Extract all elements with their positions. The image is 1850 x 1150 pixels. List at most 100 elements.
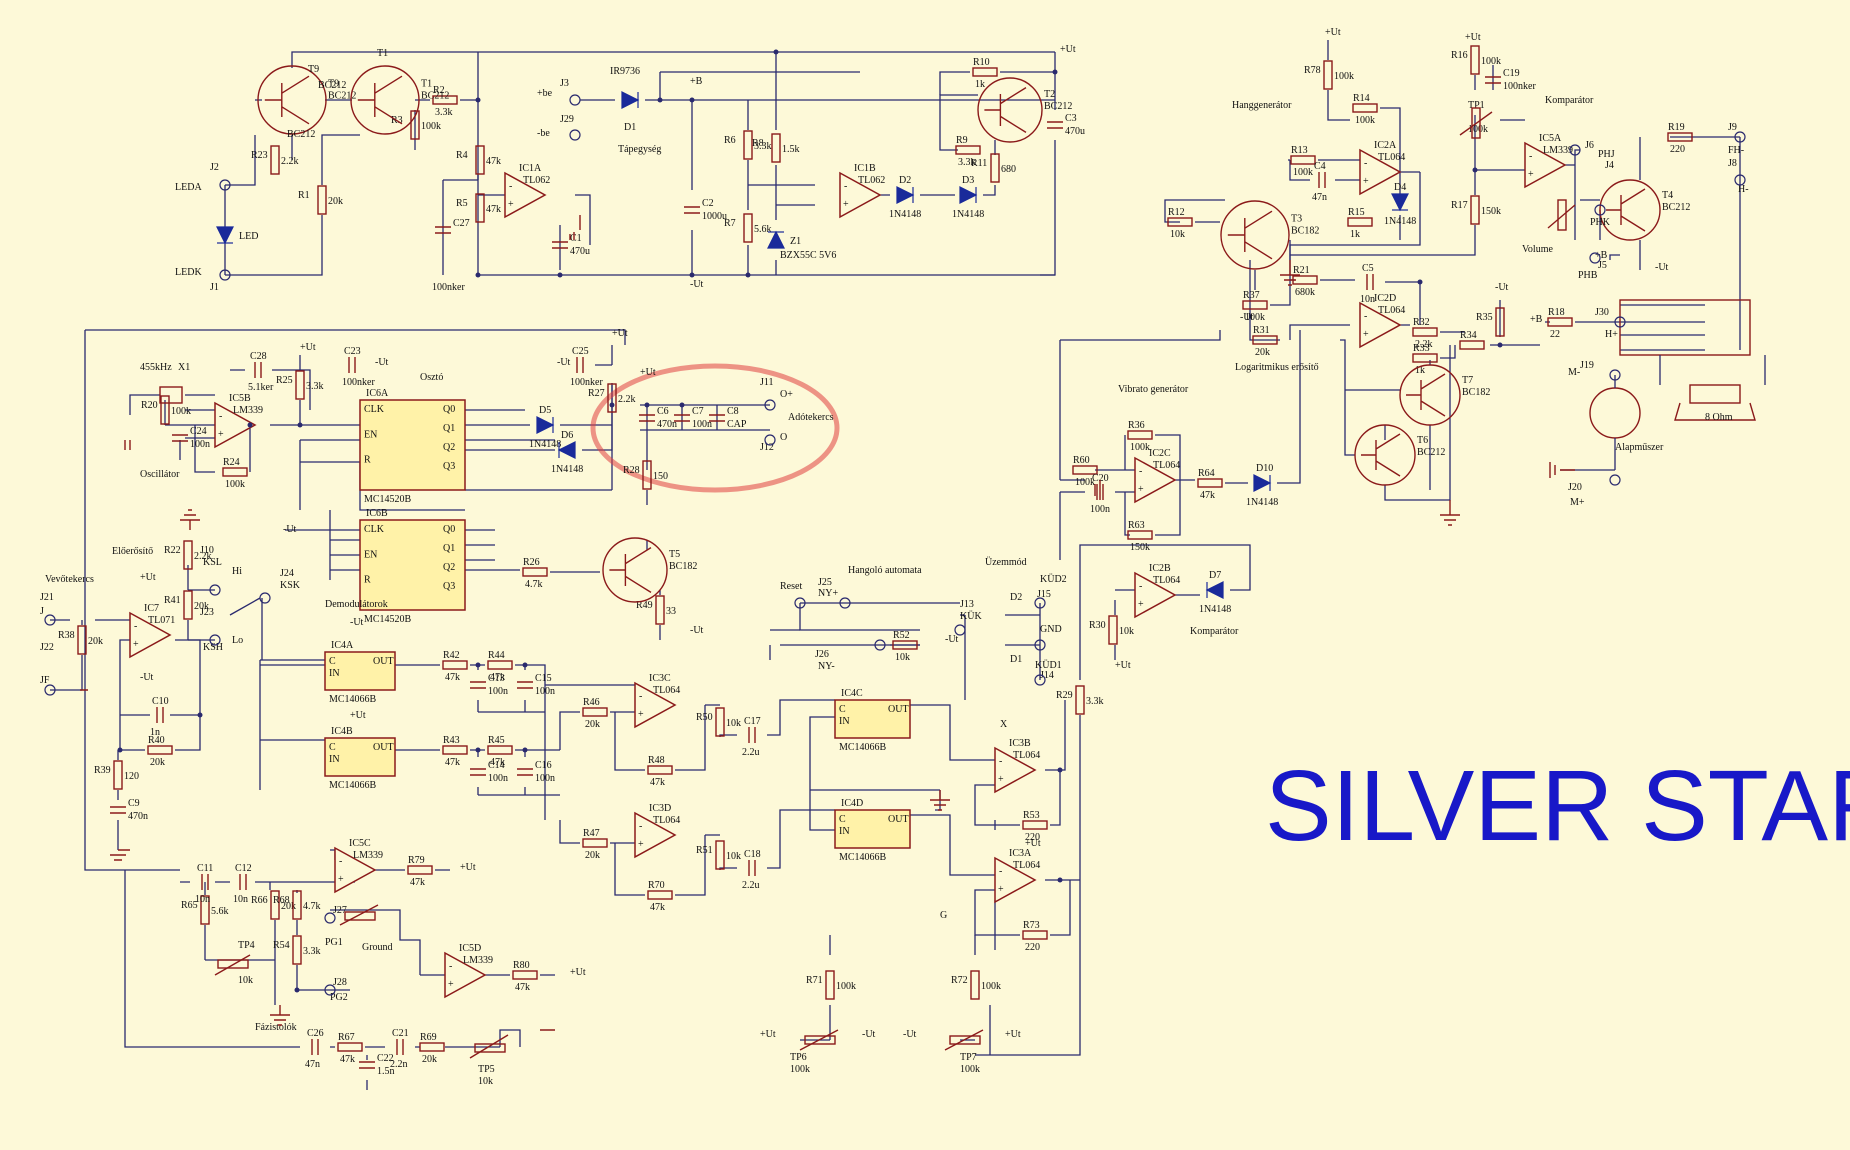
annotation-label: BC212 — [318, 80, 346, 91]
annotation-label: TP1 — [1468, 100, 1485, 111]
resistor-value: 47k — [650, 902, 665, 913]
resistor-value: 100k — [171, 406, 191, 417]
opamp-type: TL062 — [523, 175, 550, 186]
supply-rail-label: +Ut — [300, 342, 316, 353]
resistor-value: 150k — [1481, 206, 1501, 217]
resistor-r35: R35 — [1476, 307, 1505, 337]
resistor-id: R29 — [1056, 690, 1073, 701]
capacitor-value: 10n — [1360, 294, 1375, 305]
chip-out-label: Q3 — [443, 581, 455, 592]
annotation-label: Volume — [1522, 244, 1553, 255]
capacitor-value: 2.2u — [742, 880, 760, 891]
annotation-label: Ground — [362, 942, 393, 953]
resistor-id: R23 — [251, 150, 268, 161]
chip-out-label: Q0 — [443, 404, 455, 415]
supply-rail-label: -Ut — [690, 279, 704, 290]
resistor-id: R24 — [223, 457, 240, 468]
capacitor-value: 10n — [233, 894, 248, 905]
diode-id: D1 — [624, 122, 636, 133]
opamp-minus: - — [844, 181, 847, 192]
supply-rail-label: +B — [1595, 250, 1608, 261]
resistor-id: R38 — [58, 630, 75, 641]
opamp-id: IC2A — [1374, 140, 1397, 151]
resistor-value: 22 — [1550, 329, 1560, 340]
annotation-label: KSH — [203, 642, 223, 653]
diode-type: 1N4148 — [551, 464, 583, 475]
opamp-type: TL064 — [1378, 152, 1405, 163]
resistor-value: 100k — [836, 981, 856, 992]
annotation-label: Vevőtekercs — [45, 574, 94, 585]
annotation-label: G — [940, 910, 947, 921]
opamp-id: IC3B — [1009, 738, 1031, 749]
chip-out-label: Q2 — [443, 442, 455, 453]
opamp-minus: - — [339, 856, 342, 867]
annotation-label: T9 — [308, 64, 319, 75]
opamp-plus: + — [638, 709, 644, 720]
resistor-r9: R93.3k — [955, 135, 981, 168]
annotation-label: PHK — [1590, 217, 1611, 228]
chip-type: MC14066B — [839, 742, 887, 753]
annotation-label: J22 — [40, 642, 54, 653]
diode-id: Z1 — [790, 236, 801, 247]
chip-pin-label: IN — [839, 716, 850, 727]
diode-z1: Z1 — [767, 230, 801, 249]
resistor-value: 3.3k — [303, 946, 321, 957]
resistor-id: R10 — [973, 57, 990, 68]
opamp-type: LM339 — [353, 850, 383, 861]
resistor-value: 47k — [445, 672, 460, 683]
transistor-type: BC182 — [669, 561, 697, 572]
resistor-r2: R23.3k — [432, 85, 458, 118]
transistor-type: BC182 — [1291, 225, 1319, 236]
annotation-label: J11 — [760, 377, 774, 388]
resistor-id: R1 — [298, 190, 310, 201]
annotation-label: 100nker — [432, 282, 465, 293]
capacitor-id: C5 — [1362, 263, 1374, 274]
resistor-value: 5.6k — [211, 906, 229, 917]
annotation-label: FH- — [1728, 145, 1744, 156]
opamp-id: IC2C — [1149, 448, 1171, 459]
chip-id: IC4D — [841, 798, 863, 809]
capacitor-id: C18 — [744, 849, 761, 860]
diode-id: D5 — [539, 405, 551, 416]
diode-id: D6 — [561, 430, 573, 441]
capacitor-c18: C18 2.2u — [742, 849, 761, 891]
capacitor-value: 100n — [1090, 504, 1110, 515]
capacitor-value: 100nker — [1503, 81, 1536, 92]
annotation-label: Lo — [232, 635, 243, 646]
resistor-r8: R81.5k — [752, 133, 800, 163]
annotation-label: J21 — [40, 592, 54, 603]
capacitor-id: C15 — [535, 673, 552, 684]
resistor-value: 10k — [726, 718, 741, 729]
opamp-type: TL064 — [1153, 575, 1180, 586]
annotation-label: LEDA — [175, 182, 202, 193]
diode-id: D7 — [1209, 570, 1221, 581]
chip-out-label: Q1 — [443, 543, 455, 554]
resistor-value: 680k — [1295, 287, 1315, 298]
diode-led: LED — [216, 226, 258, 245]
annotation-label: H- — [1738, 184, 1749, 195]
capacitor-id: C6 — [657, 406, 669, 417]
resistor-id: R69 — [420, 1032, 437, 1043]
resistor-id: R45 — [488, 735, 505, 746]
annotation-label: TP4 — [238, 940, 255, 951]
supply-rail-label: +Ut — [640, 367, 656, 378]
annotation-label: X — [1000, 719, 1008, 730]
capacitor-value: 1.5n — [377, 1066, 395, 1077]
capacitor-value: 100nker — [570, 377, 603, 388]
